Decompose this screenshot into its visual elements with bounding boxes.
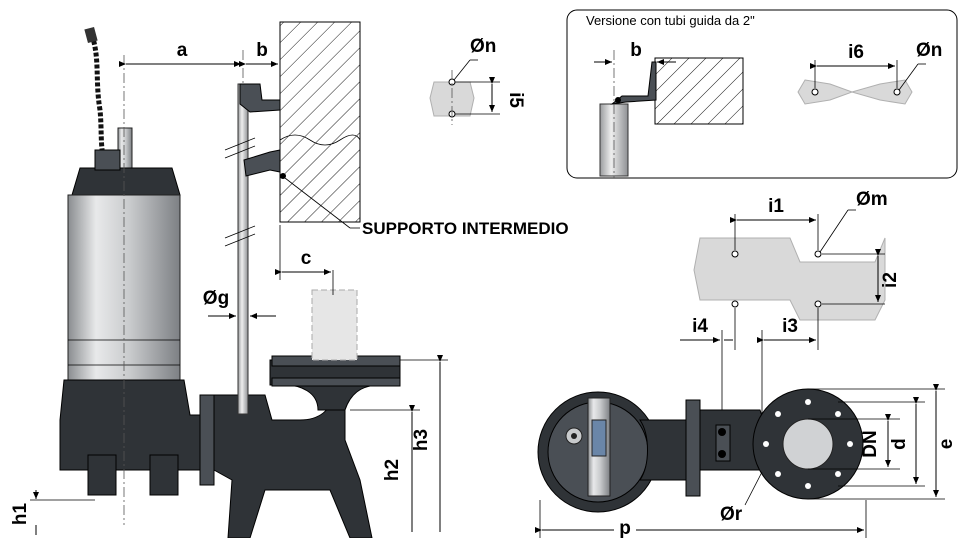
label-p: p xyxy=(619,518,631,538)
label-dn: DN xyxy=(860,430,881,457)
guide-rail xyxy=(237,83,249,415)
pump-body xyxy=(59,379,209,471)
top-view: DN d e Ør p xyxy=(535,384,957,538)
label-h3: h3 xyxy=(411,429,432,451)
label-d: d xyxy=(889,438,910,450)
label-i2: i2 xyxy=(880,272,901,288)
small-bracket-plate: i5 Øn xyxy=(429,36,526,125)
label-n-top: Øn xyxy=(470,36,496,57)
label-n-inset: Øn xyxy=(916,40,942,61)
label-i6: i6 xyxy=(848,42,864,63)
label-i4: i4 xyxy=(692,316,708,337)
label-i3: i3 xyxy=(782,316,798,337)
label-m: Øm xyxy=(856,189,888,210)
label-b-main: b xyxy=(256,40,268,61)
coupling-foot xyxy=(213,394,373,538)
intermediate-support xyxy=(243,149,281,177)
inset-panel: Versione con tubi guida da 2" b i6 Øn xyxy=(566,9,958,179)
label-b-inset: b xyxy=(630,40,642,61)
side-view: a b c Øg h1 h2 h3 SUPPORTO INTERMEDIO xyxy=(10,21,569,538)
base-plate-view: i1 Øm i2 i4 i3 xyxy=(680,189,901,420)
label-e: e xyxy=(936,439,957,450)
wall-section xyxy=(279,21,361,223)
label-i1: i1 xyxy=(768,196,784,217)
upper-bracket xyxy=(239,83,281,113)
motor-cover xyxy=(71,167,181,196)
label-support: SUPPORTO INTERMEDIO xyxy=(362,219,569,238)
label-h2: h2 xyxy=(382,459,403,481)
inset-title: Versione con tubi guida da 2" xyxy=(586,13,755,28)
label-g: Øg xyxy=(203,288,229,309)
label-r: Ør xyxy=(720,504,743,525)
power-cable xyxy=(89,34,107,161)
label-a: a xyxy=(177,40,188,61)
label-i5: i5 xyxy=(505,92,526,108)
label-h1: h1 xyxy=(10,502,31,525)
label-c: c xyxy=(301,248,312,269)
